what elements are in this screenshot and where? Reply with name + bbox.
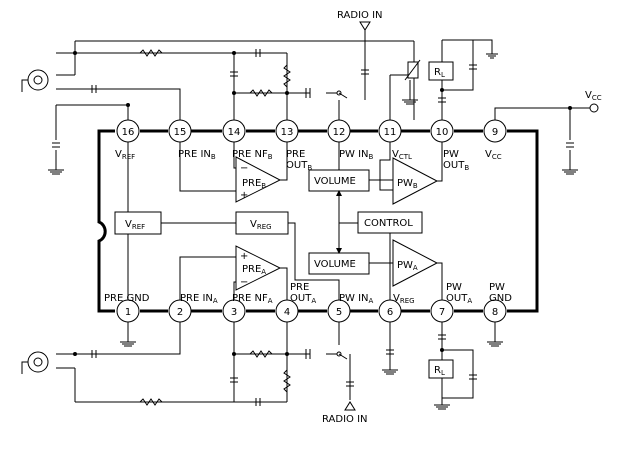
pin-10: 10 — [430, 119, 454, 143]
label-pw-gnd: PW — [489, 282, 505, 293]
vreg-block: VREG — [235, 211, 289, 235]
svg-text:−: − — [240, 163, 248, 174]
radio-in-bottom-label: RADIO IN — [322, 414, 368, 425]
label-pw-out-a-2: OUTA — [446, 293, 472, 305]
pin-12-number: 12 — [333, 127, 346, 138]
pin-9: 9 — [483, 119, 507, 143]
pin-11-number: 11 — [384, 127, 397, 138]
pin-16-number: 16 — [122, 127, 135, 138]
ground-icons — [48, 39, 578, 410]
pin-11: 11 — [378, 119, 402, 143]
pin-15-number: 15 — [174, 127, 187, 138]
label-pre-out-b-2: OUTB — [286, 160, 312, 172]
label-pre-nf-a: PRE NFA — [232, 293, 273, 305]
svg-text:VREG: VREG — [250, 219, 272, 231]
internal-wiring — [127, 142, 443, 300]
pin-8-number: 8 — [492, 307, 498, 318]
label-pw-gnd-2: GND — [489, 293, 512, 304]
external-top-wiring: RL RADIO IN VCC — [52, 10, 602, 148]
input-jack-top-icon — [21, 69, 49, 92]
label-vref-pin: VREF — [115, 149, 135, 161]
pin-12: 12 — [327, 119, 351, 143]
rl-top-label: RL — [434, 67, 445, 79]
vcc-label: VCC — [585, 90, 602, 102]
pin-4-number: 4 — [284, 307, 290, 318]
pin-5-number: 5 — [336, 307, 342, 318]
label-pw-in-b: PW INB — [339, 149, 374, 161]
pin-13-number: 13 — [281, 127, 294, 138]
bottom-pin-labels: PRE GND PRE INA PRE NFA PRE OUTA PW INA … — [104, 282, 512, 305]
svg-text:PREA: PREA — [242, 264, 266, 276]
rl-bottom-label: RL — [434, 365, 445, 377]
svg-text:VREF: VREF — [125, 219, 145, 231]
label-pre-in-b: PRE INB — [178, 149, 216, 161]
svg-text:VOLUME: VOLUME — [314, 259, 356, 270]
volume-a-block: VOLUME — [308, 252, 370, 275]
svg-text:+: + — [240, 251, 248, 262]
svg-text:PWB: PWB — [397, 178, 418, 190]
svg-text:CONTROL: CONTROL — [364, 218, 413, 229]
radio-in-top-label: RADIO IN — [337, 10, 383, 21]
pin-10-number: 10 — [436, 127, 449, 138]
pw-b-amplifier: PWB — [392, 157, 439, 205]
pin-15: 15 — [168, 119, 192, 143]
label-pw-out-a: PW — [446, 282, 462, 293]
label-pw-in-a: PW INA — [339, 293, 374, 305]
svg-text:PREB: PREB — [242, 178, 266, 190]
svg-text:PWA: PWA — [397, 260, 418, 272]
ic-outline — [97, 129, 539, 313]
label-pre-out-b: PRE — [286, 149, 305, 160]
pin-14-number: 14 — [228, 127, 241, 138]
pw-a-amplifier: PWA — [392, 239, 439, 287]
pin-13: 13 — [275, 119, 299, 143]
pin-1-number: 1 — [125, 307, 131, 318]
label-vreg-pin: VREG — [393, 293, 415, 305]
pin-2-number: 2 — [177, 307, 183, 318]
label-pre-out-a: PRE — [290, 282, 309, 293]
label-pre-gnd: PRE GND — [104, 293, 150, 304]
external-bottom-wiring: RL RADIO IN — [56, 322, 496, 425]
label-pre-in-a: PRE INA — [180, 293, 218, 305]
label-pw-out-b: PW — [443, 149, 459, 160]
label-pw-out-b-2: OUTB — [443, 160, 469, 172]
pin-7-number: 7 — [439, 307, 445, 318]
pin-3-number: 3 — [231, 307, 237, 318]
top-pin-labels: VREF PRE INB PRE NFB PRE OUTB PW INB VCT… — [115, 149, 502, 172]
pin-6-number: 6 — [387, 307, 393, 318]
label-pre-nf-b: PRE NFB — [232, 149, 273, 161]
svg-text:+: + — [240, 190, 248, 201]
volume-b-block: VOLUME — [308, 169, 370, 192]
pin-14: 14 — [222, 119, 246, 143]
pre-b-amplifier: − + PREB — [235, 156, 282, 203]
control-block: CONTROL — [357, 211, 423, 234]
svg-text:−: − — [240, 277, 248, 288]
vref-block: VREF — [114, 211, 162, 235]
label-vctl: VCTL — [392, 149, 412, 161]
svg-text:VOLUME: VOLUME — [314, 176, 356, 187]
pin-16: 16 — [116, 119, 140, 143]
label-pre-out-a-2: OUTA — [290, 293, 316, 305]
pin-9-number: 9 — [492, 127, 498, 138]
input-jack-bottom-icon — [21, 351, 49, 374]
pre-a-amplifier: + − PREA — [235, 245, 282, 291]
label-vcc-pin: VCC — [485, 149, 502, 161]
